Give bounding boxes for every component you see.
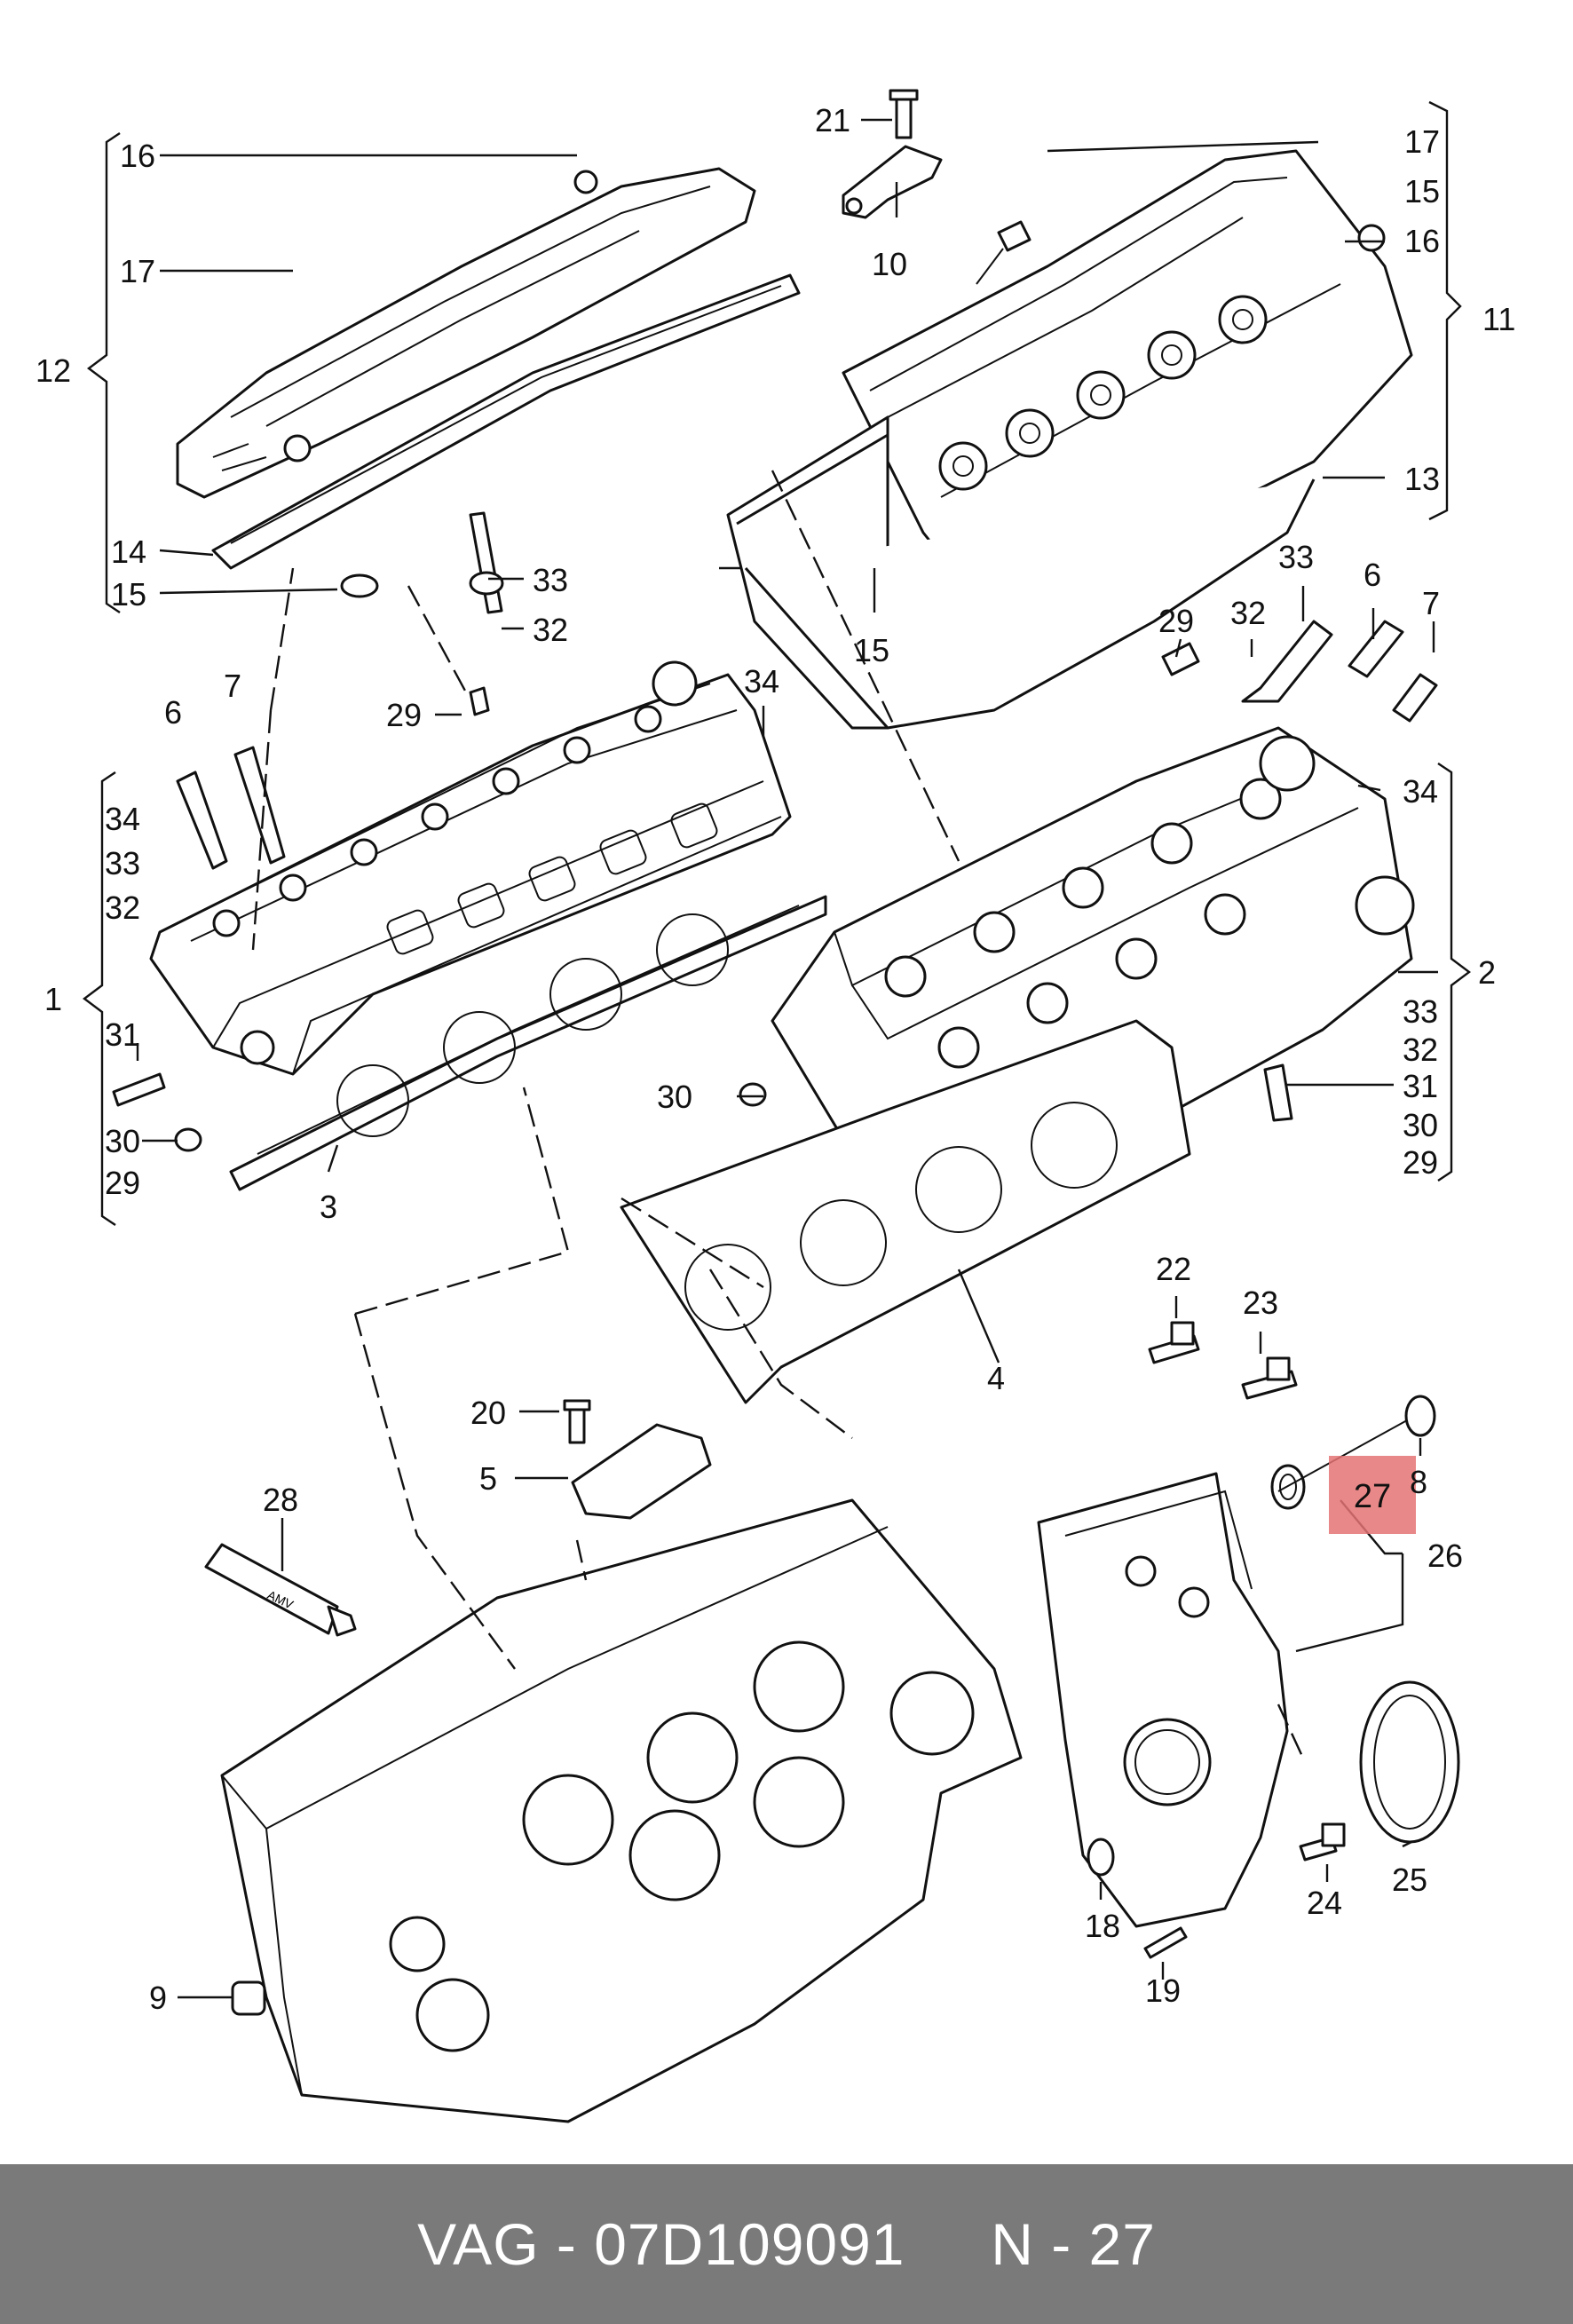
- part-label-26: 26: [1427, 1537, 1463, 1574]
- part-label-6: 6: [1364, 557, 1381, 593]
- part-label-11: 11: [1482, 301, 1515, 337]
- left-cylinder-head: [149, 660, 792, 1076]
- part-label-2: 2: [1478, 954, 1496, 991]
- footer-bar: VAG - 07D109091 N - 27: [0, 2164, 1573, 2324]
- part-label-33: 33: [533, 562, 568, 598]
- engine-block: [220, 1498, 1023, 2123]
- part-label-29: 29: [105, 1165, 140, 1201]
- part-label-34: 34: [1403, 773, 1438, 810]
- part-label-7: 7: [224, 668, 241, 704]
- part-label-18: 18: [1085, 1908, 1120, 1944]
- part-label-15: 15: [1404, 173, 1440, 209]
- part-label-13: 13: [1404, 461, 1440, 497]
- part-label-31: 31: [105, 1016, 140, 1053]
- part-label-17: 17: [1404, 123, 1440, 160]
- part-label-20: 20: [470, 1395, 506, 1431]
- small-parts: [231, 1321, 1346, 2016]
- part-label-34: 34: [744, 663, 779, 700]
- part-labels: 16 17 12 14 15 21 10 17 15 16 11 13 15 3…: [36, 102, 1515, 2016]
- right-cylinder-head: [771, 726, 1415, 1209]
- part-label-7: 7: [1422, 585, 1440, 621]
- seal-25: [1359, 1680, 1460, 1844]
- part-label-21: 21: [815, 102, 850, 138]
- highlight-27: 27: [1329, 1456, 1416, 1534]
- part-label-8: 8: [1410, 1464, 1427, 1500]
- bracket-and-bolt: [842, 89, 943, 219]
- part-label-9: 9: [149, 1980, 167, 2016]
- part-label-28: 28: [263, 1482, 298, 1518]
- part-label-32: 32: [533, 612, 568, 648]
- part-label-34: 34: [105, 801, 140, 837]
- part-label-3: 3: [320, 1189, 337, 1225]
- part-label-16: 16: [1404, 223, 1440, 259]
- part-label-6: 6: [164, 694, 182, 731]
- group-braces: [83, 100, 1471, 1226]
- part-label-15: 15: [854, 632, 889, 668]
- part-label-25: 25: [1392, 1862, 1427, 1898]
- footer-position: N - 27: [991, 2211, 1156, 2277]
- part-label-5: 5: [479, 1460, 497, 1497]
- right-head-gasket: [620, 1019, 1191, 1404]
- part-label-32: 32: [1230, 595, 1266, 631]
- part-label-10: 10: [872, 246, 907, 282]
- part-label-32: 32: [1403, 1032, 1438, 1068]
- footer-text: VAG - 07D109091 N - 27: [417, 2211, 1156, 2277]
- part-label-33: 33: [1403, 993, 1438, 1030]
- part-label-15: 15: [111, 576, 146, 613]
- exploded-parts-diagram: AMV: [36, 89, 1515, 2123]
- timing-cover: [1037, 1472, 1289, 1928]
- part-label-12: 12: [36, 352, 71, 389]
- part-label-23: 23: [1243, 1285, 1278, 1321]
- footer-part-number: 07D109091: [594, 2211, 905, 2277]
- part-label-24: 24: [1307, 1885, 1342, 1921]
- leader-lines: [136, 118, 1438, 1999]
- alignment-lines: [251, 470, 1307, 1763]
- cover-plate: [563, 1399, 712, 1520]
- left-head-gasket: [229, 895, 827, 1191]
- part-label-29: 29: [386, 697, 422, 733]
- part-label-33: 33: [105, 845, 140, 881]
- part-label-17: 17: [120, 253, 155, 289]
- part-label-22: 22: [1156, 1251, 1191, 1287]
- part-label-16: 16: [120, 138, 155, 174]
- footer-brand: VAG: [417, 2211, 540, 2277]
- left-head-cover: [176, 167, 801, 598]
- part-label-31: 31: [1403, 1068, 1438, 1104]
- part-label-30: 30: [105, 1123, 140, 1159]
- right-head-cover: [726, 149, 1413, 730]
- part-label-30: 30: [657, 1079, 692, 1115]
- part-label-29: 29: [1158, 603, 1194, 639]
- part-label-32: 32: [105, 889, 140, 926]
- part-label-19: 19: [1145, 1972, 1181, 2009]
- part-label-30: 30: [1403, 1107, 1438, 1143]
- studs-and-bolts: [112, 511, 1438, 1152]
- part-label-29: 29: [1403, 1144, 1438, 1181]
- part-label-33: 33: [1278, 539, 1314, 575]
- part-label-14: 14: [111, 534, 146, 570]
- part-label-1: 1: [44, 981, 62, 1017]
- part-label-4: 4: [987, 1360, 1005, 1396]
- highlight-27-label: 27: [1354, 1478, 1391, 1515]
- sealant-tube: AMV: [204, 1543, 357, 1637]
